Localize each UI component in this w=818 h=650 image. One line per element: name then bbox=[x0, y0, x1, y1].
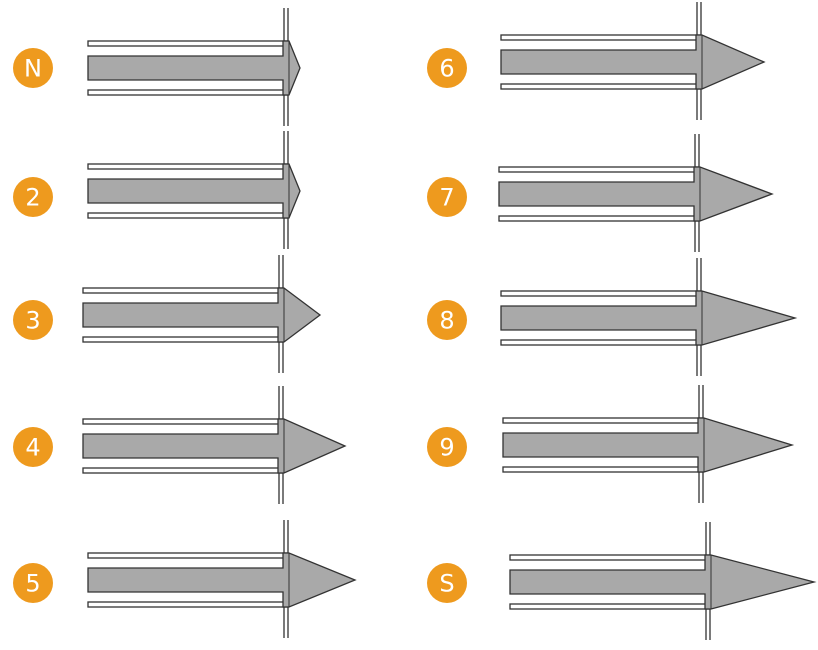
lower-rail bbox=[509, 603, 710, 610]
lower-rail bbox=[87, 89, 288, 96]
badge-label: S bbox=[439, 570, 454, 598]
label-badge bbox=[427, 427, 467, 467]
panel-6: 6 bbox=[427, 2, 766, 120]
upper-rail bbox=[87, 552, 288, 559]
arrow-shape bbox=[498, 166, 774, 222]
arrow-shape bbox=[87, 163, 301, 219]
panel-2: 2 bbox=[13, 131, 301, 249]
label-badge bbox=[427, 300, 467, 340]
upper-rail bbox=[502, 417, 703, 424]
lower-rail bbox=[500, 83, 701, 90]
lower-rail bbox=[500, 339, 701, 346]
upper-rail bbox=[509, 554, 710, 561]
label-badge bbox=[427, 177, 467, 217]
panel-7: 7 bbox=[427, 134, 774, 252]
badge-label: 2 bbox=[25, 184, 40, 212]
label-badge bbox=[427, 48, 467, 88]
upper-rail bbox=[500, 290, 701, 297]
upper-rail bbox=[87, 163, 288, 170]
lower-rail bbox=[498, 215, 699, 222]
lower-rail bbox=[82, 336, 283, 343]
badge-label: 3 bbox=[25, 307, 40, 335]
arrow-shape bbox=[502, 417, 795, 473]
lower-rail bbox=[87, 212, 288, 219]
arrow-shape bbox=[509, 554, 817, 610]
upper-rail bbox=[82, 287, 283, 294]
label-badge bbox=[13, 563, 53, 603]
panel-N: N bbox=[13, 8, 301, 126]
upper-rail bbox=[498, 166, 699, 173]
badge-label: 8 bbox=[439, 307, 454, 335]
panel-S: S bbox=[427, 522, 817, 640]
upper-rail bbox=[500, 34, 701, 41]
upper-rail bbox=[87, 40, 288, 47]
badge-label: 9 bbox=[439, 434, 454, 462]
label-badge bbox=[427, 563, 467, 603]
label-badge bbox=[13, 427, 53, 467]
arrow-shape bbox=[87, 552, 357, 608]
badge-label: 6 bbox=[439, 55, 454, 83]
label-badge bbox=[13, 48, 53, 88]
arrow-shape bbox=[500, 290, 798, 346]
badge-label: 4 bbox=[25, 434, 40, 462]
arrow-shape bbox=[82, 418, 347, 474]
label-badge bbox=[13, 300, 53, 340]
upper-rail bbox=[82, 418, 283, 425]
panel-3: 3 bbox=[13, 255, 322, 373]
panel-4: 4 bbox=[13, 386, 347, 504]
label-badge bbox=[13, 177, 53, 217]
arrow-shape bbox=[500, 34, 766, 90]
badge-label: 5 bbox=[25, 570, 40, 598]
badge-label: N bbox=[24, 55, 42, 83]
arrow-shape bbox=[87, 40, 301, 96]
lower-rail bbox=[87, 601, 288, 608]
panel-8: 8 bbox=[427, 258, 798, 376]
arrow-shape bbox=[82, 287, 322, 343]
panel-5: 5 bbox=[13, 520, 357, 638]
lower-rail bbox=[82, 467, 283, 474]
badge-label: 7 bbox=[439, 184, 454, 212]
panel-9: 9 bbox=[427, 385, 795, 503]
lower-rail bbox=[502, 466, 703, 473]
